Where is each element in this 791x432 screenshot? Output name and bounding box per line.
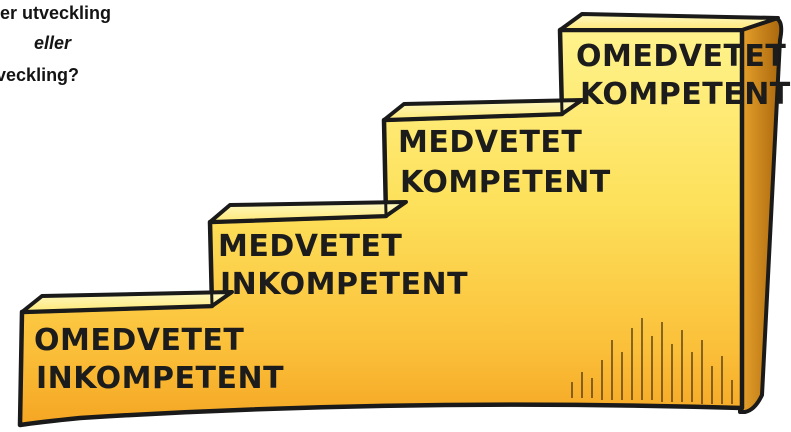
step-4-label: OMEDVETET KOMPETENT: [576, 39, 791, 112]
step-4-tread: [558, 12, 780, 32]
step-3-riser-edge: [382, 119, 388, 217]
step-1-label-line-2: INKOMPETENT: [36, 361, 284, 396]
step-2-riser-edge: [208, 221, 214, 307]
caption-line-1: ller utveckling: [0, 3, 112, 23]
step-4-riser-edge: [558, 29, 564, 115]
step-3-label-line-1: MEDVETET: [398, 125, 582, 160]
step-4-label-line-1: OMEDVETET: [576, 39, 786, 74]
step-2-label-line-2: INKOMPETENT: [220, 267, 468, 302]
caption-line-2: eller: [34, 33, 72, 53]
step-2-label: MEDVETET INKOMPETENT: [218, 229, 468, 302]
step-2-label-line-1: MEDVETET: [218, 229, 402, 264]
step-3-tread: [382, 98, 584, 122]
step-3-label: MEDVETET KOMPETENT: [398, 125, 611, 200]
step-1-tread: [20, 290, 234, 314]
staircase-front-face: [17, 27, 745, 428]
staircase-side-face: [738, 16, 784, 414]
hatching-decoration: [571, 318, 733, 404]
step-3-label-line-2: KOMPETENT: [400, 165, 611, 200]
step-2-tread: [208, 200, 408, 224]
caption-line-3: avveckling?: [0, 65, 80, 85]
step-1-label: OMEDVETET INKOMPETENT: [34, 323, 284, 396]
step-1-label-line-1: OMEDVETET: [34, 323, 244, 358]
step-4-label-line-2: KOMPETENT: [580, 77, 791, 112]
